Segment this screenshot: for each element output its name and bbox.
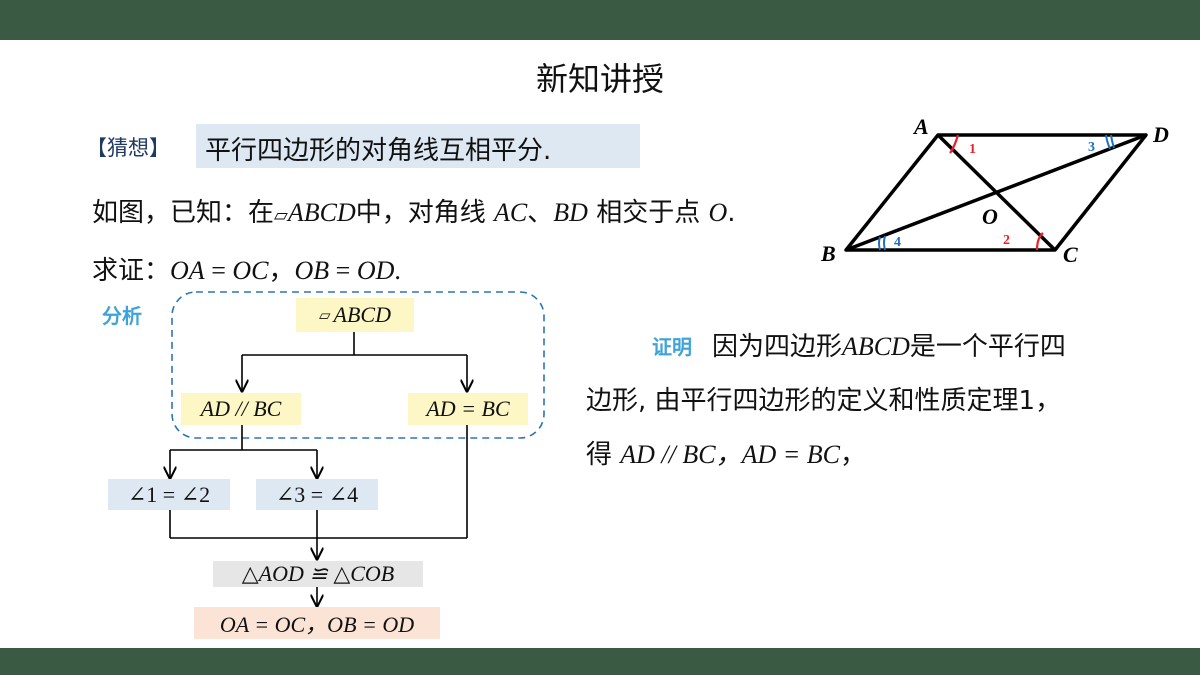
diagonal-ac: AC xyxy=(494,198,528,227)
angle-mark-4-arc xyxy=(878,236,881,251)
node-parallel: AD // BC xyxy=(181,393,301,425)
vertex-b: B xyxy=(820,241,836,266)
node-root: ▱ABCD xyxy=(296,298,414,332)
proof-l1-name: ABCD xyxy=(842,332,910,361)
angle-mark-2-arc xyxy=(1035,232,1044,251)
vertex-d: D xyxy=(1152,122,1169,147)
known-sep: 、 xyxy=(527,198,554,228)
parallelogram-name: ABCD xyxy=(287,198,356,227)
angle-mark-3-arc xyxy=(1105,134,1111,150)
parallelogram-symbol: ▱ xyxy=(274,205,288,226)
node-angle34: ∠3 = ∠4 xyxy=(256,479,378,510)
seg-ob: OB xyxy=(294,256,330,285)
angle-mark-2: 2 xyxy=(1003,233,1010,248)
prove-comma: ， xyxy=(268,256,295,286)
vertex-c: C xyxy=(1063,242,1078,267)
node-angle12: ∠1 = ∠2 xyxy=(108,479,230,510)
node-root-symbol: ▱ xyxy=(319,307,331,324)
angle-mark-3: 3 xyxy=(1088,140,1095,155)
known-text-4: . xyxy=(727,198,736,228)
guess-highlight xyxy=(196,124,640,168)
angle-mark-3-arc-2 xyxy=(1110,134,1115,149)
eq-sign-2: = xyxy=(329,256,357,285)
angle-mark-4-arc-2 xyxy=(883,235,886,251)
seg-oc: OC xyxy=(232,256,269,285)
page-title: 新知讲授 xyxy=(535,60,664,98)
vertex-a: A xyxy=(912,114,929,139)
guess-label: 【猜想】 xyxy=(86,136,170,160)
proof-l1-a: 因为四边形 xyxy=(712,332,843,362)
prove-end: . xyxy=(394,256,401,285)
proof-l3-c: ， xyxy=(840,440,867,470)
eq-sign-1: = xyxy=(204,256,233,285)
point-o-label: O xyxy=(982,204,998,229)
known-text-2: 中，对角线 xyxy=(355,198,486,228)
proof-l1-b: 是一个平行四 xyxy=(909,332,1066,362)
analysis-label: 分析 xyxy=(102,304,142,328)
proof-label: 证明 xyxy=(652,335,692,359)
node-congruent: △AOD ≌ △COB xyxy=(213,561,423,587)
node-result: OA = OC，OB = OD xyxy=(194,607,440,639)
prove-statement: 求证：OA = OC，OB = OD. xyxy=(92,250,401,287)
proof-line-1: 因为四边形ABCD是一个平行四 xyxy=(712,326,1066,363)
known-statement: 如图，已知：在▱ABCD中，对角线 AC、BD 相交于点 O. xyxy=(92,192,736,229)
known-text-3: 相交于点 xyxy=(596,198,701,228)
known-text-1: 如图，已知：在 xyxy=(92,198,275,228)
diagonal-bd: BD xyxy=(553,198,588,227)
analysis-dashed-box xyxy=(171,291,545,439)
proof-line-3: 得 AD // BC，AD = BC， xyxy=(586,434,866,471)
node-root-name: ABCD xyxy=(333,302,391,327)
angle-mark-1: 1 xyxy=(969,142,976,157)
proof-line-2: 边形, 由平行四边形的定义和性质定理1， xyxy=(586,386,1062,416)
angle-mark-1-arc xyxy=(949,134,960,154)
guess-text: 平行四边形的对角线互相平分. xyxy=(205,136,552,166)
diagonal-bd-line xyxy=(845,133,1147,252)
proof-l3-b: AD // BC，AD = BC xyxy=(620,440,841,469)
seg-oa: OA xyxy=(170,256,205,285)
angle-mark-4: 4 xyxy=(894,235,901,250)
seg-od: OD xyxy=(356,256,395,285)
node-equal: AD = BC xyxy=(408,393,528,425)
bottom-bar xyxy=(0,648,1200,675)
top-bar xyxy=(0,0,1200,40)
prove-label: 求证： xyxy=(92,256,171,286)
point-o: O xyxy=(708,198,728,227)
proof-l3-a: 得 xyxy=(586,440,621,470)
